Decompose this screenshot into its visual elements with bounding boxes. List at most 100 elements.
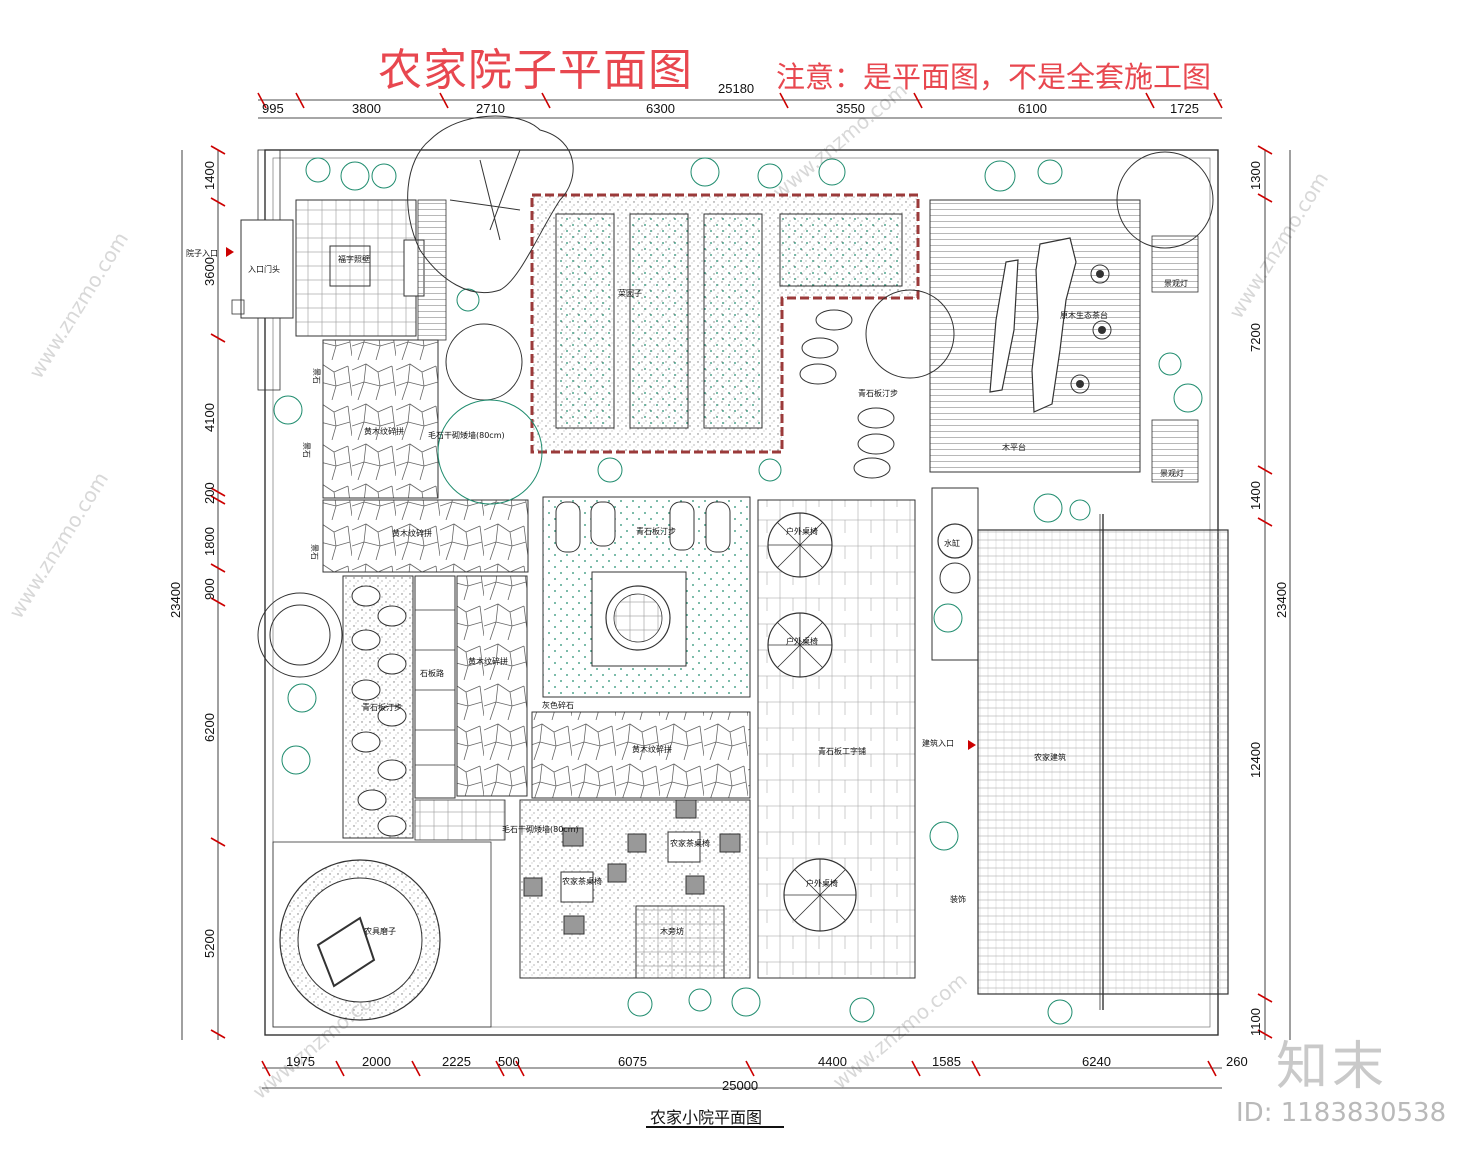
label-building-entrance: 建筑入口 bbox=[922, 738, 954, 748]
dim-bottom-4: 500 bbox=[498, 1054, 520, 1069]
dim-left-7: 6200 bbox=[202, 713, 217, 742]
dim-right-5: 1100 bbox=[1248, 1008, 1263, 1036]
label-stepping-stones-top: 青石板汀步 bbox=[858, 388, 898, 398]
left-dimensions: 23400 1400 3600 4100 200 1800 900 6200 5… bbox=[168, 161, 217, 958]
label-yard-entrance: 院子入口 bbox=[186, 248, 218, 258]
dimension-ticks bbox=[210, 92, 1273, 1077]
dim-bottom-7: 1585 bbox=[932, 1054, 961, 1069]
watermark: www.znzmo.com bbox=[828, 968, 972, 1094]
label-water-tank: 水缸 bbox=[944, 538, 960, 548]
dim-left-total: 23400 bbox=[168, 582, 183, 618]
label-yellow-paving-2: 黄木纹碎拼 bbox=[392, 528, 432, 538]
dim-top-1: 995 bbox=[262, 101, 284, 116]
label-outdoor-table-2: 户外桌椅 bbox=[786, 636, 818, 646]
bluestone-plaza bbox=[757, 499, 916, 979]
label-farmhouse: 农家建筑 bbox=[1034, 752, 1066, 762]
label-outdoor-table-3: 户外桌椅 bbox=[806, 878, 838, 888]
label-gate: 入口门头 bbox=[248, 264, 280, 274]
label-outdoor-table-1: 户外桌椅 bbox=[786, 526, 818, 536]
label-yellow-paving-3: 黄木纹碎拼 bbox=[468, 656, 508, 666]
label-stepping-stones-center: 青石板汀步 bbox=[636, 526, 676, 536]
farmhouse-building bbox=[968, 514, 1229, 1010]
dim-left-4: 200 bbox=[202, 482, 217, 504]
header-note: 注意：是平面图，不是全套施工图 bbox=[776, 60, 1212, 94]
label-tea-table-2: 农家茶桌椅 bbox=[562, 876, 602, 886]
paving-yellow-4 bbox=[531, 711, 751, 799]
paving-yellow-3 bbox=[456, 575, 528, 797]
dimension-lines bbox=[181, 99, 1291, 1089]
dim-right-3: 1400 bbox=[1248, 481, 1263, 510]
entrance-gate bbox=[226, 149, 294, 391]
label-farm-tools: 农具磨子 bbox=[364, 926, 396, 936]
tea-area bbox=[519, 799, 751, 979]
stepping-stones-right bbox=[799, 309, 895, 479]
watermark: www.znzmo.com bbox=[1224, 168, 1333, 323]
dim-bottom-6: 4400 bbox=[818, 1054, 847, 1069]
label-bench-1: 景石 bbox=[312, 368, 321, 384]
dim-left-8: 5200 bbox=[202, 929, 217, 958]
dim-bottom-5: 6075 bbox=[618, 1054, 647, 1069]
right-dimensions: 1300 7200 1400 12400 1100 23400 bbox=[1248, 161, 1289, 1036]
label-decor: 装饰 bbox=[950, 894, 966, 904]
dim-right-total: 23400 bbox=[1274, 582, 1289, 618]
watermark: www.znzmo.com bbox=[4, 468, 113, 623]
caption-underline bbox=[646, 1126, 784, 1128]
paving-yellow-1 bbox=[322, 339, 439, 499]
label-bench-3: 景石 bbox=[310, 544, 319, 560]
watermark: www.znzmo.com bbox=[24, 228, 133, 383]
dim-bottom-1: 1975 bbox=[286, 1054, 315, 1069]
dim-bottom-total: 25000 bbox=[722, 1078, 758, 1093]
flagstone-path bbox=[414, 575, 506, 841]
label-gray-gravel: 灰色碎石 bbox=[542, 700, 574, 710]
label-lamp-bottom: 景观灯 bbox=[1160, 468, 1184, 478]
label-stone-wall-1: 毛石干砌矮墙(80cm) bbox=[428, 430, 505, 440]
label-stepping-stones-left: 青石板汀步 bbox=[362, 702, 402, 712]
dim-bottom-8: 6240 bbox=[1082, 1054, 1111, 1069]
wood-deck bbox=[929, 199, 1199, 483]
label-tea-table-1: 农家茶桌椅 bbox=[670, 838, 710, 848]
dim-left-2: 3600 bbox=[202, 257, 217, 286]
label-stone-wall-2: 毛石干砌矮墙(80cm) bbox=[502, 824, 579, 834]
dim-bottom-2: 2000 bbox=[362, 1054, 391, 1069]
stepping-stone-lane bbox=[342, 575, 414, 839]
dim-left-1: 1400 bbox=[202, 161, 217, 190]
dim-top-4: 6300 bbox=[646, 101, 675, 116]
plan-caption: 农家小院平面图 bbox=[650, 1108, 763, 1127]
dim-top-3: 2710 bbox=[476, 101, 505, 116]
millstone-area bbox=[272, 841, 492, 1028]
label-lamp-top: 景观灯 bbox=[1164, 278, 1188, 288]
bottom-dimensions: 1975 2000 2225 500 6075 4400 1585 6240 2… bbox=[286, 1054, 1248, 1093]
label-screen-wall: 福字照壁 bbox=[338, 254, 370, 264]
paving-yellow-2 bbox=[322, 499, 529, 573]
dim-left-6: 900 bbox=[202, 578, 217, 600]
screen-wall bbox=[295, 199, 447, 341]
dim-right-1: 1300 bbox=[1248, 161, 1263, 190]
dim-bottom-9: 260 bbox=[1226, 1054, 1248, 1069]
brand-logo: 知末 bbox=[1276, 1037, 1389, 1097]
label-yellow-paving-4: 黄木纹碎拼 bbox=[632, 744, 672, 754]
label-wood-deck: 木平台 bbox=[1002, 442, 1026, 452]
large-tree bbox=[407, 115, 574, 294]
label-vegetable-garden: 菜园子 bbox=[618, 288, 642, 298]
image-id: ID: 1183830538 bbox=[1236, 1098, 1447, 1128]
dim-right-4: 12400 bbox=[1248, 742, 1263, 778]
vegetable-garden bbox=[530, 193, 920, 454]
dim-top-total: 25180 bbox=[718, 81, 754, 96]
top-dimensions: 25180 995 3800 2710 6300 3550 6100 1725 bbox=[262, 81, 1199, 116]
dim-right-2: 7200 bbox=[1248, 323, 1263, 352]
dim-left-5: 1800 bbox=[202, 527, 217, 556]
water-tank-bay bbox=[931, 487, 979, 661]
watermark: www.znzmo.com bbox=[768, 78, 912, 204]
dim-top-7: 1725 bbox=[1170, 101, 1199, 116]
label-log-tea-table: 原木生态茶台 bbox=[1060, 310, 1108, 320]
central-courtyard bbox=[542, 496, 751, 698]
dim-top-6: 6100 bbox=[1018, 101, 1047, 116]
dim-top-2: 3800 bbox=[352, 101, 381, 116]
planting-layer bbox=[257, 151, 1214, 1025]
label-bluestone-paving: 青石板工字铺 bbox=[818, 746, 866, 756]
label-yellow-paving-1: 黄木纹碎拼 bbox=[364, 426, 404, 436]
dim-bottom-3: 2225 bbox=[442, 1054, 471, 1069]
label-bench-2: 景石 bbox=[302, 442, 311, 458]
area-labels: 院子入口 入口门头 福字照壁 菜园子 原木生态茶台 景观灯 木平台 景观灯 青石… bbox=[186, 248, 1188, 936]
